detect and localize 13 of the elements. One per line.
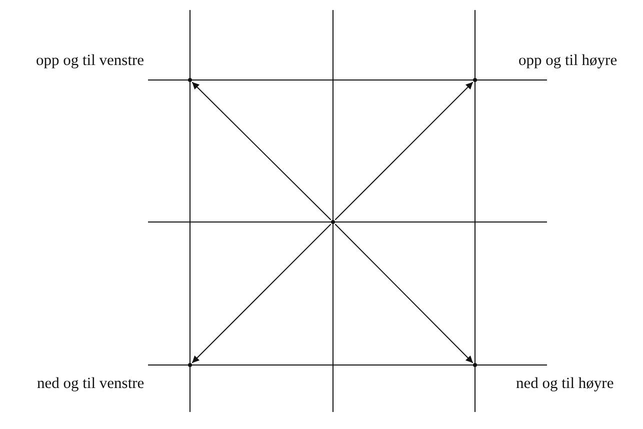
grid-intersection (331, 220, 335, 224)
grid-intersection (473, 78, 477, 82)
corner-label: ned og til høyre (516, 375, 614, 393)
grid-intersection (188, 78, 192, 82)
arrow (334, 82, 474, 220)
corner-label: opp og til høyre (518, 52, 618, 70)
corner-label: opp og til venstre (36, 52, 144, 70)
arrow (192, 224, 332, 364)
grid-intersection (473, 363, 477, 367)
arrow (334, 224, 474, 364)
arrow (192, 82, 332, 220)
corner-label: ned og til venstre (37, 375, 144, 393)
grid-intersection (188, 363, 192, 367)
